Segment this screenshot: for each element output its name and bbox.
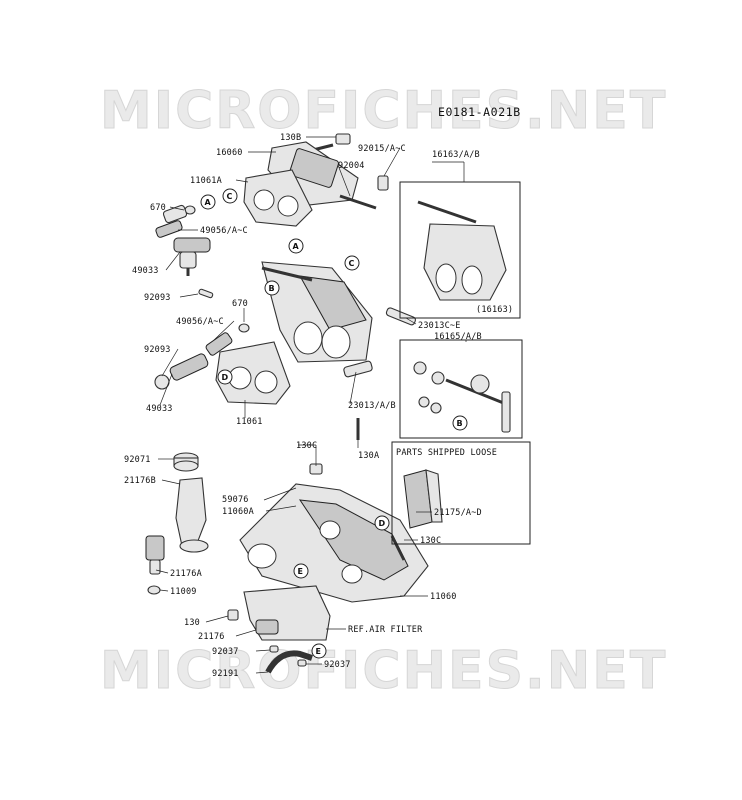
part-label-92037-right: 92037 <box>324 660 351 670</box>
sensor-21176a-shape <box>145 535 165 575</box>
ref-circle-b-1: B <box>264 280 280 296</box>
inset-box-16165 <box>399 339 523 439</box>
bolt-92015-shape <box>377 175 389 191</box>
injector-upper-shape <box>155 204 196 238</box>
ref-air-filter-note: REF.AIR FILTER <box>348 625 423 635</box>
ref-circle-e-1: E <box>293 563 309 579</box>
bolt-92004-shape <box>339 194 377 210</box>
ref-circle-c-2: C <box>344 255 360 271</box>
ref-circle-d-2: D <box>374 515 390 531</box>
parts-shipped-loose-note: PARTS SHIPPED LOOSE <box>396 448 497 458</box>
part-label-670-upper: 670 <box>150 203 166 213</box>
ref-circle-a-2: A <box>288 238 304 254</box>
part-label-92004: 92004 <box>338 161 365 171</box>
svg-text:D: D <box>379 519 386 528</box>
part-label-92093-lower: 92093 <box>144 345 171 355</box>
parts-shipped-loose-box <box>391 441 531 545</box>
part-label-11060a: 11060A <box>222 507 254 517</box>
part-label-21176b: 21176B <box>124 476 156 486</box>
part-label-49056-lower: 49056/A~C <box>176 317 224 327</box>
bracket-21176-shape <box>227 585 331 641</box>
ref-circle-b-2: B <box>452 415 468 431</box>
svg-text:D: D <box>222 373 229 382</box>
part-label-11061: 11061 <box>236 417 263 427</box>
ref-circle-c-1: C <box>222 188 238 204</box>
svg-text:C: C <box>349 259 355 268</box>
part-label-23013c: 23013C~E <box>418 321 461 331</box>
ref-circle-d-1: D <box>217 369 233 385</box>
part-label-670-lower: 670 <box>232 299 248 309</box>
throttle-body-16163-shape <box>417 200 507 301</box>
part-label-21175: 21175/A~D <box>434 508 482 518</box>
ref-circle-a-1: A <box>200 194 216 210</box>
part-label-130: 130 <box>184 618 200 628</box>
throttle-body-shape <box>261 261 373 363</box>
part-label-92037-left: 92037 <box>212 647 239 657</box>
spring-23013c-shape <box>385 307 416 326</box>
spring-23013-shape <box>343 360 373 378</box>
watermark-top: MICROFICHES.NET <box>100 81 667 141</box>
svg-text:B: B <box>457 419 463 428</box>
svg-text:A: A <box>205 198 212 207</box>
bolt-130c-mid-shape <box>390 535 406 561</box>
manifold-11060-shape <box>239 483 429 603</box>
part-label-49033-upper: 49033 <box>132 266 159 276</box>
module-21175-shape <box>403 469 443 529</box>
watermark-bottom: MICROFICHES.NET <box>100 641 667 701</box>
part-label-92071: 92071 <box>124 455 151 465</box>
clip-92093-upper-shape <box>198 288 214 299</box>
part-label-92015: 92015/A~C <box>358 144 406 154</box>
oring-670-lower-shape <box>238 323 250 333</box>
svg-text:C: C <box>227 192 233 201</box>
svg-text:A: A <box>293 242 300 251</box>
oring-11009-shape <box>147 585 161 595</box>
part-label-49033-lower: 49033 <box>146 404 173 414</box>
part-label-21176: 21176 <box>198 632 225 642</box>
part-label-130c-top: 130C <box>296 441 317 451</box>
bracket-21176b-shape <box>175 477 209 553</box>
svg-text:E: E <box>298 567 303 576</box>
svg-text:E: E <box>316 647 321 656</box>
injector-49033-upper-shape <box>173 237 211 276</box>
shaft-16165-shape <box>413 361 511 433</box>
diagram-id: E0181-A021B <box>438 105 521 119</box>
part-label-92093-upper: 92093 <box>144 293 171 303</box>
part-label-130c-mid: 130C <box>420 536 441 546</box>
gasket-11061a-shape <box>243 169 313 227</box>
part-label-130b: 130B <box>280 133 301 143</box>
clamp-92037a-shape <box>269 645 279 653</box>
part-label-92191: 92191 <box>212 669 239 679</box>
part-label-21176a: 21176A <box>170 569 202 579</box>
part-label-11060: 11060 <box>430 592 457 602</box>
part-label-23013: 23013/A/B <box>348 401 396 411</box>
part-label-49056-upper: 49056/A~C <box>200 226 248 236</box>
gasket-11061-shape <box>215 341 291 405</box>
hose-92191-shape <box>265 650 313 674</box>
grommet-92071-shape <box>173 452 199 472</box>
inset-box-16163 <box>399 181 521 319</box>
part-label-11061a: 11061A <box>190 176 222 186</box>
ref-circle-e-2: E <box>311 643 327 659</box>
part-label-16163: 16163/A/B <box>432 150 480 160</box>
part-label-16060: 16060 <box>216 148 243 158</box>
part-label-16165: 16165/A/B <box>434 332 482 342</box>
part-label-11009: 11009 <box>170 587 197 597</box>
clamp-92037b-shape <box>297 659 307 667</box>
part-label-130a: 130A <box>358 451 379 461</box>
leader-lines <box>155 136 467 674</box>
svg-text:B: B <box>269 284 275 293</box>
part-label-59076: 59076 <box>222 495 249 505</box>
part-label-16163-inset: (16163) <box>476 305 513 315</box>
